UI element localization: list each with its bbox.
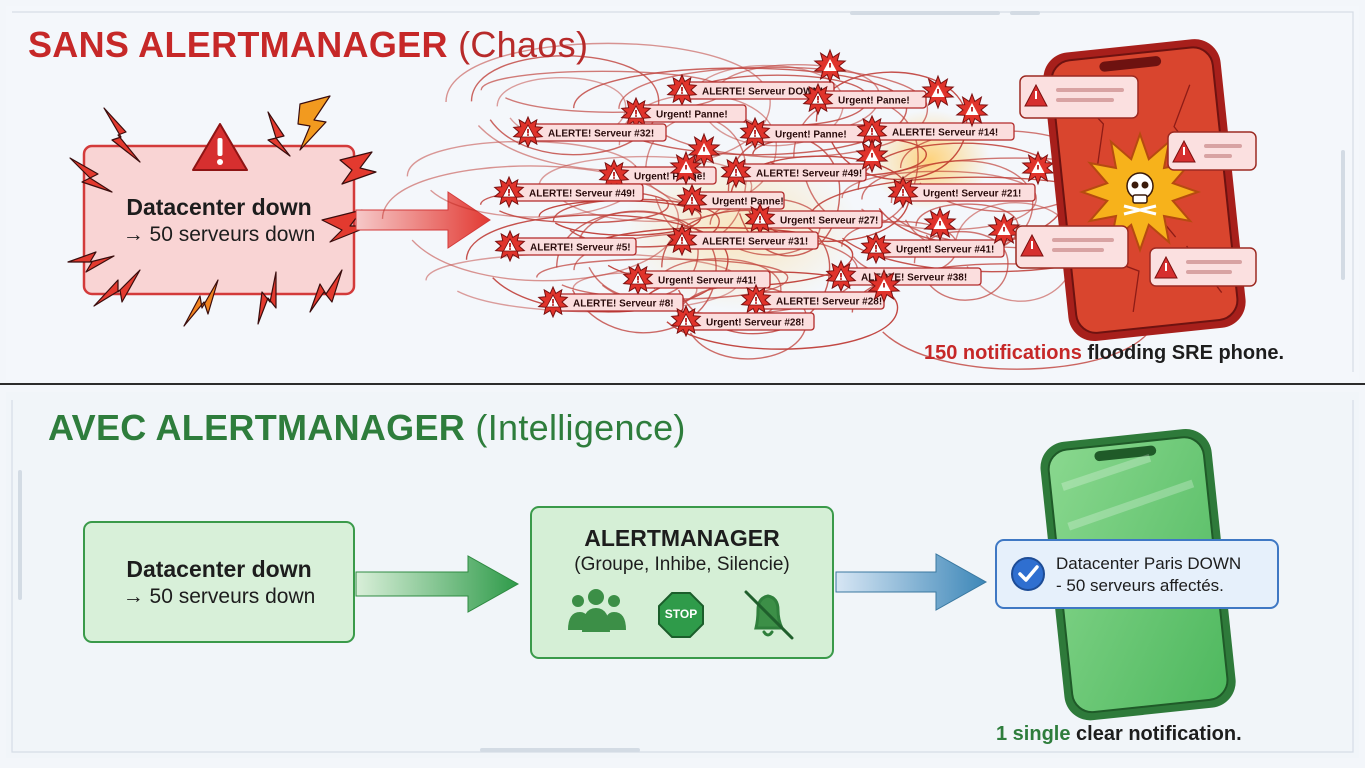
group-icon <box>568 589 626 632</box>
top-panel-border <box>12 11 1354 372</box>
alert-notification: Urgent! Serveur #41! <box>622 262 771 296</box>
alert-text: Urgent! Panne! <box>775 130 847 141</box>
alert-text: ALERTE! Serveur #31! <box>702 237 808 248</box>
alert-notification: Urgent! Panne! <box>802 82 927 116</box>
alert-text: ALERTE! Serveur #28! <box>776 297 882 308</box>
top-title: SANS ALERTMANAGER (Chaos) <box>28 24 588 66</box>
wire <box>538 200 702 236</box>
alert-notification: ALERTE! Serveur #32! <box>512 115 667 149</box>
alert-notification: ALERTE! Serveur #8! <box>537 285 684 319</box>
bottom-source-box <box>83 521 355 643</box>
alert-text: ALERTE! Serveur #32! <box>548 129 654 140</box>
warning-icon <box>192 123 248 171</box>
alert-text: Urgent! Serveur #21! <box>923 189 1021 200</box>
alert-text: ALERTE! Serveur #5! <box>530 243 631 254</box>
bottom-source-line1: Datacenter down <box>126 556 312 582</box>
top-source-line2: → 50 serveurs down <box>122 223 316 246</box>
alert-text: ALERTE! Serveur #8! <box>573 299 674 310</box>
alert-text: Urgent! Serveur #27! <box>780 216 878 227</box>
alert-notification: Urgent! Serveur #21! <box>887 175 1036 209</box>
tech-decoration <box>18 11 1345 752</box>
notification-line1: Datacenter Paris DOWN <box>1056 554 1242 573</box>
alert-notification: ALERTE! Serveur #31! <box>666 223 819 257</box>
alert-text: ALERTE! Serveur #38! <box>861 273 967 284</box>
alert-notification: Urgent! Serveur #27! <box>744 202 883 236</box>
red-phone <box>1015 39 1257 342</box>
alert-text: Urgent! Serveur #41! <box>896 245 994 256</box>
alert-notification: ALERTE! Serveur #14! <box>856 114 1015 148</box>
notification-text: Datacenter Paris DOWN - 50 serveurs affe… <box>1056 553 1241 597</box>
top-arrow <box>355 191 491 249</box>
alert-notification: Urgent! Serveur #41! <box>860 231 1005 265</box>
alert-notification: Urgent! Panne! <box>676 183 785 217</box>
alertmanager-subtitle: (Groupe, Inhibe, Silencie) <box>574 554 790 575</box>
bottom-arrow-left <box>355 555 520 613</box>
alert-notification: Urgent! Panne! <box>739 116 868 150</box>
alert-text: Urgent! Panne! <box>634 172 706 183</box>
alert-text: Urgent! Panne! <box>656 110 728 121</box>
phone-popup <box>1015 225 1129 269</box>
alert-text: Urgent! Serveur #28! <box>706 318 804 329</box>
wire <box>538 155 753 223</box>
bottom-panel-border <box>11 400 1354 753</box>
alert-notification: Urgent! Panne! <box>620 96 747 130</box>
stop-icon <box>658 592 704 638</box>
top-source-line1: Datacenter down <box>126 194 312 220</box>
notification-line2: - 50 serveurs affectés. <box>1056 576 1224 595</box>
top-title-light: (Chaos) <box>458 24 589 65</box>
alert-notification: ALERTE! Serveur #49! <box>493 175 644 209</box>
top-title-bold: SANS ALERTMANAGER <box>28 24 448 65</box>
top-caption-highlight: 150 notifications <box>924 342 1082 364</box>
alertmanager-title: ALERTMANAGER <box>584 525 780 551</box>
alert-notification: ALERTE! Serveur #5! <box>494 229 637 263</box>
skull-icon <box>1123 172 1157 216</box>
bottom-title: AVEC ALERTMANAGER (Intelligence) <box>48 407 686 449</box>
phone-popup <box>1019 75 1139 119</box>
phone-popup <box>1167 131 1257 171</box>
alert-text: Urgent! Serveur #41! <box>658 276 756 287</box>
bottom-title-light: (Intelligence) <box>475 407 686 448</box>
top-caption-rest: flooding SRE phone. <box>1087 342 1285 364</box>
phone-popup <box>1149 247 1257 287</box>
wire <box>661 209 831 335</box>
bottom-caption: 1 single clear notification. <box>996 723 1242 746</box>
stop-label: STOP <box>664 607 698 621</box>
wire <box>470 55 660 156</box>
alertmanager-text: ALERTMANAGER (Groupe, Inhibe, Silencie) <box>531 525 833 576</box>
alert-notification: ALERTE! Serveur DOWN! <box>666 73 835 107</box>
lightning-icons <box>67 95 377 327</box>
wire <box>841 170 1038 231</box>
bottom-source-text: Datacenter down → 50 serveurs down <box>84 556 354 609</box>
notification-card <box>995 539 1279 609</box>
bottom-caption-highlight: 1 single <box>996 723 1071 745</box>
wire <box>445 42 771 172</box>
top-source-text: Datacenter down → 50 serveurs down <box>84 194 354 247</box>
top-caption: 150 notifications flooding SRE phone. <box>924 342 1284 365</box>
alert-text: ALERTE! Serveur #49! <box>756 169 862 180</box>
alert-text: ALERTE! Serveur #14! <box>892 128 998 139</box>
wire <box>556 211 717 334</box>
alert-notification: ALERTE! Serveur #49! <box>720 155 867 189</box>
muted-bell-icon <box>744 590 794 640</box>
wire <box>618 66 929 158</box>
alert-text: Urgent! Panne! <box>712 197 784 208</box>
wire <box>913 230 1009 301</box>
bottom-title-bold: AVEC ALERTMANAGER <box>48 407 466 448</box>
wire <box>727 135 841 257</box>
bottom-source-line2: → 50 serveurs down <box>122 585 316 608</box>
alert-text: ALERTE! Serveur #49! <box>529 189 635 200</box>
alert-cloud: ALERTE! Serveur DOWN! Urgent! Panne! Urgen… <box>493 48 1055 338</box>
alert-notification: Urgent! Serveur #28! <box>670 304 815 338</box>
wire <box>815 71 968 181</box>
alert-text: Urgent! Panne! <box>838 96 910 107</box>
bottom-caption-rest: clear notification. <box>1076 723 1242 745</box>
alert-text: ALERTE! Serveur DOWN! <box>702 87 823 98</box>
check-icon <box>1011 557 1045 591</box>
bottom-arrow-right <box>835 553 988 611</box>
